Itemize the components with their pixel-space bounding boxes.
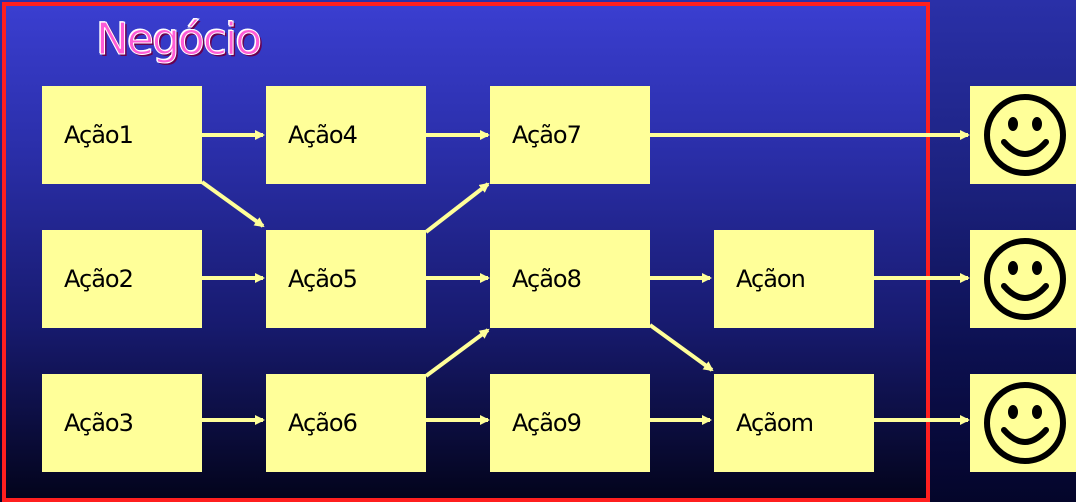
action-label-2: Ação2	[64, 265, 134, 293]
arrow-a5-a7	[424, 182, 490, 234]
action-label-5: Ação5	[288, 265, 358, 293]
action-box-m: Açãom	[714, 374, 874, 472]
action-box-4: Ação4	[266, 86, 426, 184]
action-label-7: Ação7	[512, 121, 582, 149]
action-label-n: Açãon	[736, 265, 806, 293]
action-box-3: Ação3	[42, 374, 202, 472]
action-label-3: Ação3	[64, 409, 134, 437]
arrow-a1-a5	[200, 180, 265, 228]
action-box-n: Açãon	[714, 230, 874, 328]
action-label-1: Ação1	[64, 121, 134, 149]
action-label-m: Açãom	[736, 409, 814, 437]
action-box-6: Ação6	[266, 374, 426, 472]
arrow-a8-am	[648, 323, 714, 372]
action-label-6: Ação6	[288, 409, 358, 437]
action-label-9: Ação9	[512, 409, 582, 437]
action-box-9: Ação9	[490, 374, 650, 472]
outcome-3	[970, 374, 1076, 472]
smiley-face-icon	[984, 94, 1066, 176]
smiley-face-icon	[984, 382, 1066, 464]
action-box-2: Ação2	[42, 230, 202, 328]
smiley-face-icon	[984, 238, 1066, 320]
action-label-4: Ação4	[288, 121, 358, 149]
action-box-1: Ação1	[42, 86, 202, 184]
outcome-1	[970, 86, 1076, 184]
arrow-a6-a8	[424, 328, 490, 378]
diagram-title: Negócio	[95, 14, 262, 65]
action-box-7: Ação7	[490, 86, 650, 184]
action-box-5: Ação5	[266, 230, 426, 328]
action-box-8: Ação8	[490, 230, 650, 328]
outcome-2	[970, 230, 1076, 328]
action-label-8: Ação8	[512, 265, 582, 293]
